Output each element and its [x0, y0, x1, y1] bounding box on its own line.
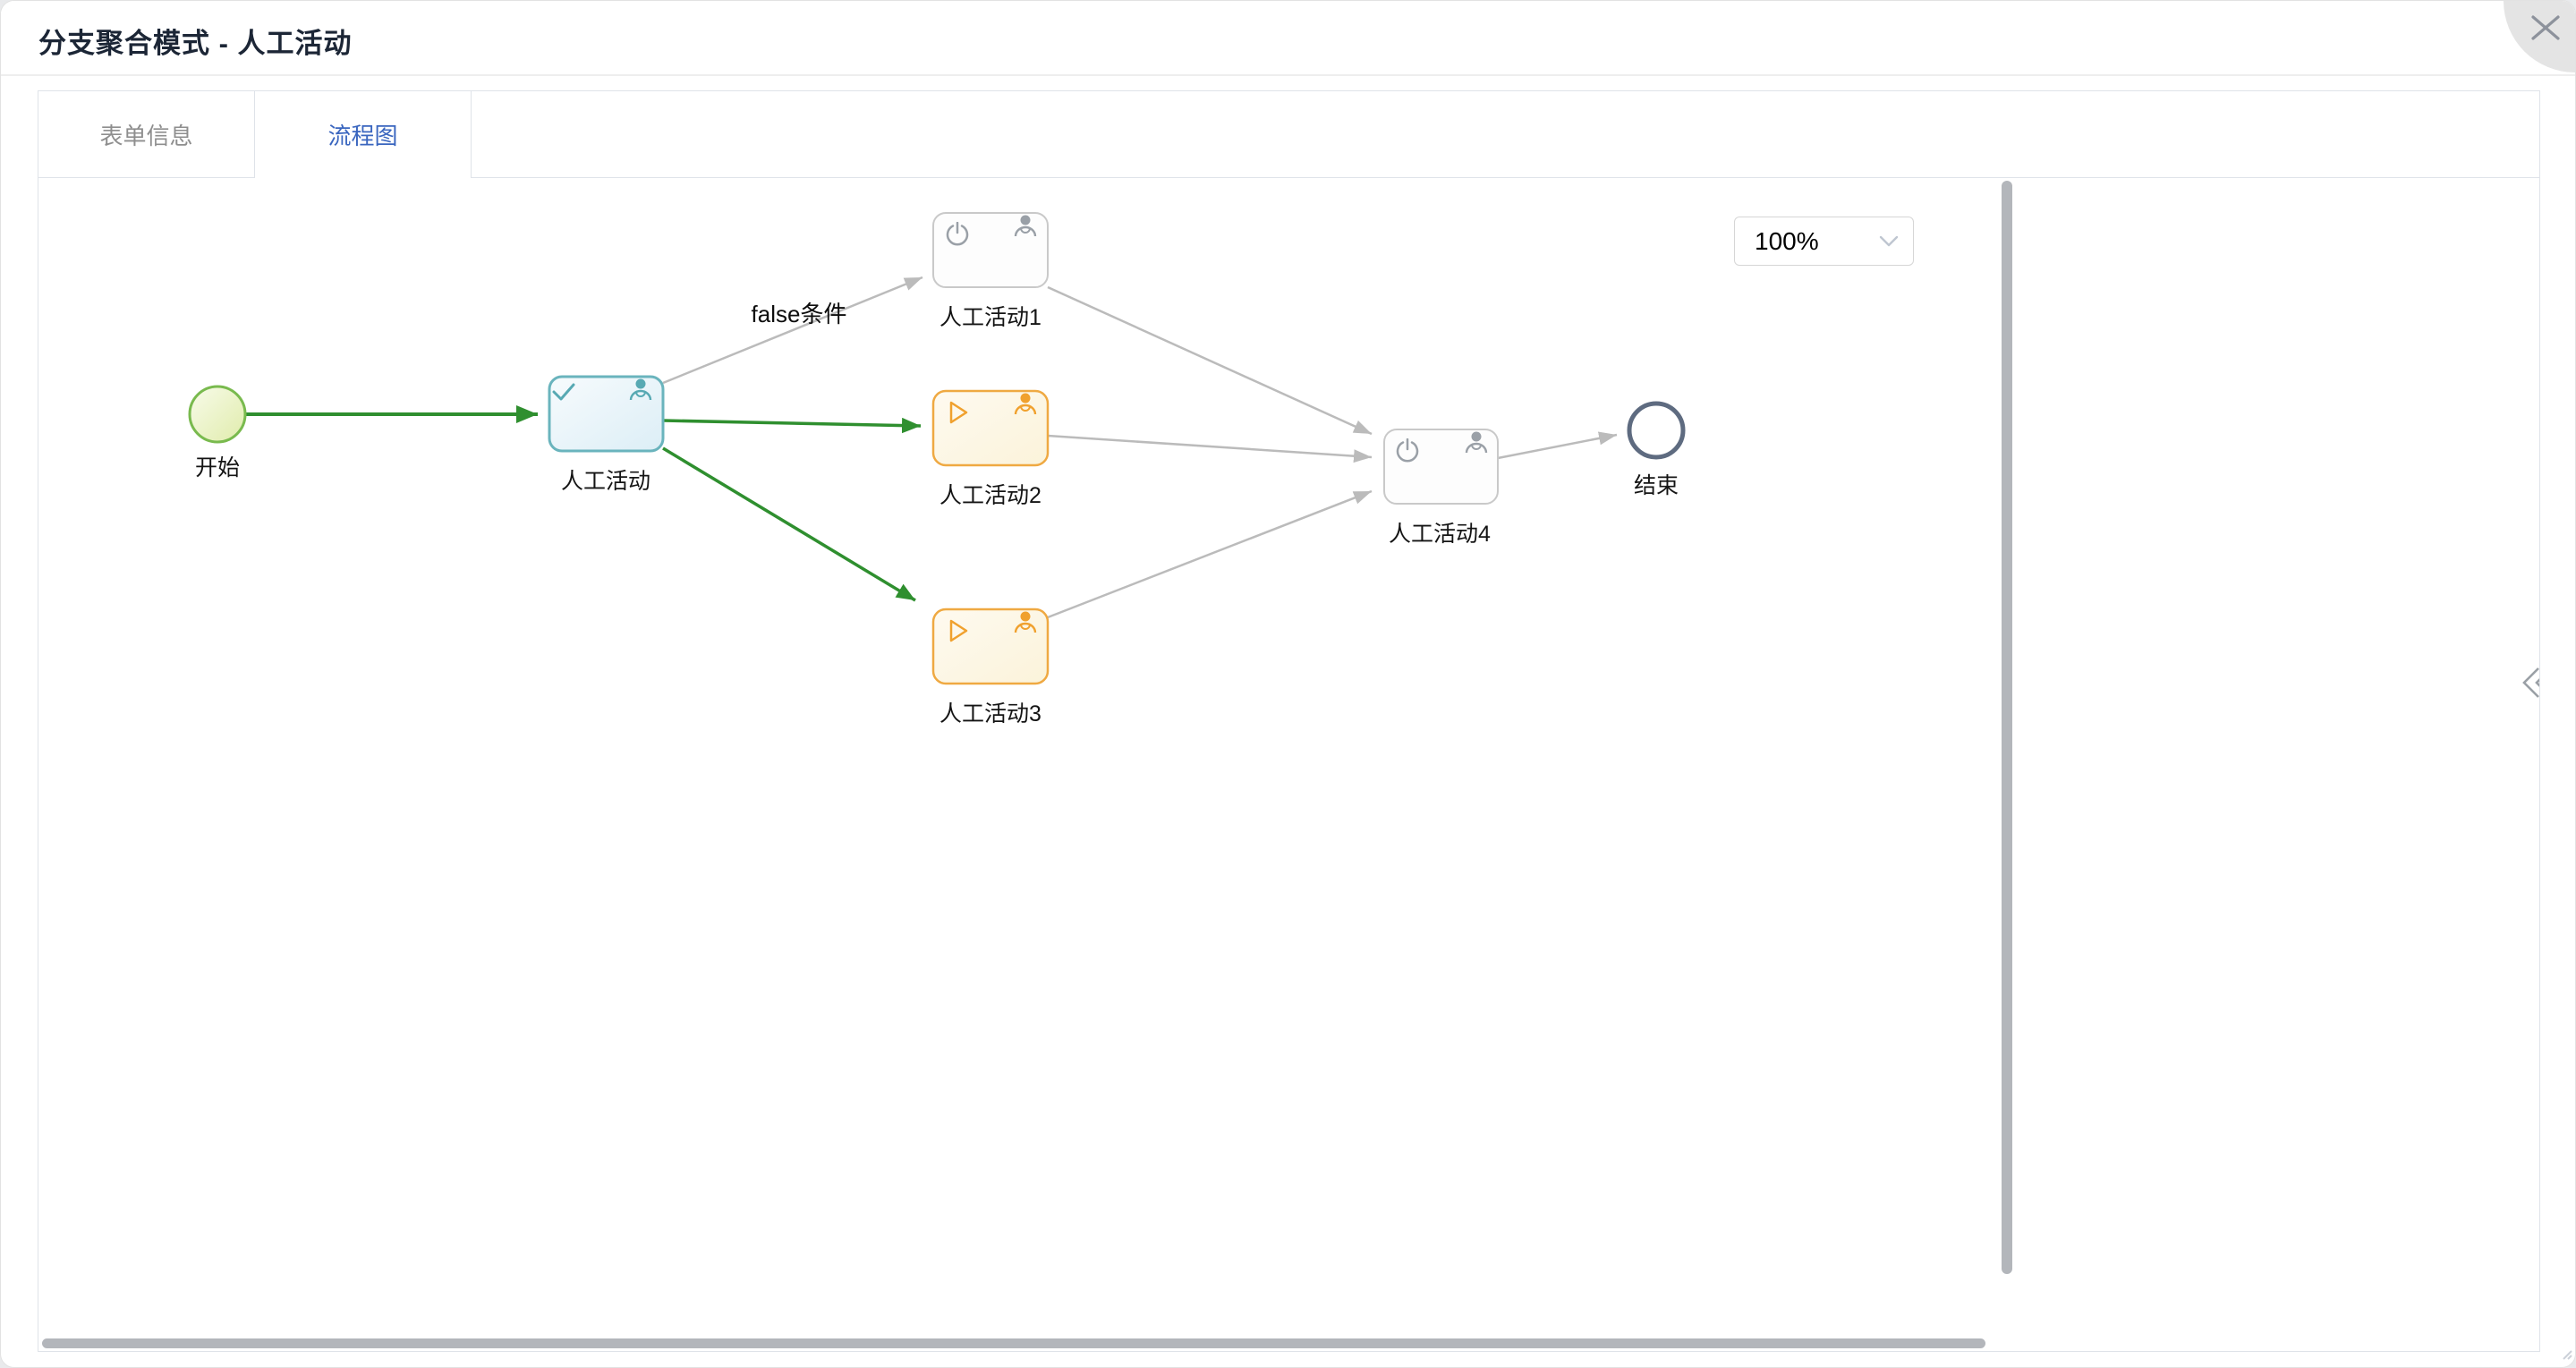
tab-flow-diagram-label: 流程图: [327, 122, 398, 149]
collapse-panel-button[interactable]: [2517, 663, 2539, 702]
chevron-down-icon: [1879, 235, 1899, 246]
flow-edges: false条件: [245, 276, 1618, 619]
node-task4-label: 人工活动4: [1389, 522, 1491, 547]
flow-canvas[interactable]: false条件 开始 人工活动: [38, 178, 2539, 1351]
node-task3[interactable]: 人工活动3: [931, 608, 1050, 726]
node-task3-label: 人工活动3: [939, 701, 1041, 726]
node-end-label: 结束: [1634, 473, 1679, 498]
edge-task2-to-task4: [1047, 434, 1373, 463]
edge-task4-to-end: [1497, 431, 1618, 460]
zoom-select[interactable]: 100%: [1734, 217, 1914, 266]
node-task1[interactable]: 人工活动1: [932, 212, 1049, 330]
node-task4[interactable]: 人工活动4: [1383, 429, 1499, 547]
zoom-value: 100%: [1755, 226, 1819, 255]
node-task2[interactable]: 人工活动2: [931, 389, 1050, 508]
content-panel: 表单信息 流程图: [38, 90, 2540, 1352]
edge-task-to-task3: [662, 446, 916, 602]
tab-form-info-label: 表单信息: [99, 122, 193, 149]
double-chevron-left-icon: [2522, 667, 2539, 698]
edge-task1-to-task4: [1047, 285, 1373, 436]
node-task1-label: 人工活动1: [939, 305, 1041, 330]
edge-task-to-task2: [662, 417, 922, 434]
tab-form-info[interactable]: 表单信息: [38, 91, 255, 177]
tab-flow-diagram[interactable]: 流程图: [255, 91, 472, 178]
node-task-label: 人工活动: [561, 469, 650, 494]
resize-grip[interactable]: [2558, 1346, 2572, 1364]
tab-bar: 表单信息 流程图: [38, 91, 2539, 178]
node-start[interactable]: 开始: [188, 385, 247, 480]
dialog-title: 分支聚合模式 - 人工活动: [38, 28, 353, 59]
node-end[interactable]: 结束: [1627, 401, 1686, 498]
close-icon: [2531, 15, 2560, 40]
dialog-header: 分支聚合模式 - 人工活动: [1, 1, 2575, 76]
flowchart: false条件 开始 人工活动: [188, 212, 1686, 726]
vertical-scrollbar[interactable]: [2002, 181, 2012, 1274]
edge-task3-to-task4: [1047, 489, 1373, 619]
node-task[interactable]: 人工活动: [548, 375, 665, 494]
node-task2-label: 人工活动2: [939, 483, 1041, 508]
edge-condition-label: false条件: [752, 301, 847, 327]
edge-task-to-task1: [662, 276, 923, 385]
horizontal-scrollbar[interactable]: [42, 1338, 1985, 1348]
node-start-label: 开始: [195, 455, 240, 480]
